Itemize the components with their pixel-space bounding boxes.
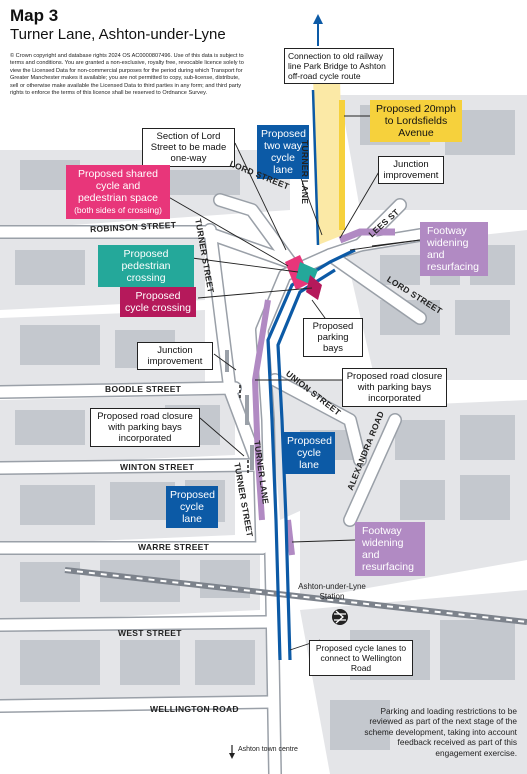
- map-subtitle: Turner Lane, Ashton-under-Lyne: [10, 26, 226, 43]
- off-road-route: [313, 75, 343, 245]
- callout-cycle-lanes-wellington: Proposed cycle lanes to connect to Welli…: [309, 640, 413, 676]
- cycle-crossing-patch: [306, 275, 322, 300]
- street-label-west-street: WEST STREET: [118, 628, 182, 638]
- roads: [0, 193, 427, 774]
- north-arrow-icon: [313, 14, 323, 46]
- street-label-wellington-road: WELLINGTON ROAD: [150, 704, 239, 714]
- street-label-winton-street: WINTON STREET: [120, 462, 195, 472]
- shared-space-label: Proposed shared cycle and pedestrian spa…: [78, 168, 158, 204]
- footway-widening-top: [251, 299, 271, 521]
- callout-cycle-lane-right: Proposed cycle lane: [283, 432, 335, 474]
- town-centre-label: Ashton town centre: [238, 746, 298, 753]
- callout-20mph: Proposed 20mph to Lordsfields Avenue: [370, 100, 462, 142]
- callout-road-closure-left: Proposed road closure with parking bays …: [90, 408, 200, 447]
- callout-pedestrian-crossing: Proposed pedestrian crossing: [98, 245, 194, 287]
- callout-cycle-lane-left: Proposed cycle lane: [166, 486, 218, 528]
- callout-footway-bottom: Footway widening and resurfacing: [355, 522, 425, 576]
- callout-road-closure-right: Proposed road closure with parking bays …: [342, 368, 447, 407]
- callout-two-way-cycle-lane: Proposed two way cycle lane: [257, 125, 309, 179]
- footnote: Parking and loading restrictions to be r…: [364, 706, 517, 758]
- callout-junction-improvement-top: Junction improvement: [378, 156, 444, 184]
- callout-footway-top: Footway widening and resurfacing: [420, 222, 488, 276]
- footway-widening-lees: [338, 228, 395, 244]
- street-label-boodle-street: BOODLE STREET: [105, 384, 182, 394]
- street-label-warre-street: WARRE STREET: [138, 542, 210, 552]
- callout-shared-space: Proposed shared cycle and pedestrian spa…: [66, 165, 170, 219]
- callout-parking-bays: Proposed parking bays: [303, 318, 363, 357]
- road-closures: [239, 385, 249, 475]
- callout-lord-street-oneway: Section of Lord Street to be made one-wa…: [142, 128, 235, 167]
- street-label-turner-lane-top: TURNER LANE: [300, 140, 310, 205]
- callout-cycle-crossing: Proposed cycle crossing: [120, 287, 196, 317]
- shared-space-note: (both sides of crossing): [74, 205, 162, 215]
- railway: [64, 567, 527, 625]
- town-centre-arrow-icon: [229, 745, 235, 759]
- rail-station-icon: [332, 609, 348, 625]
- footway-widening-bottom: [285, 519, 295, 556]
- map-title: Map 3: [10, 6, 59, 25]
- parking-bays: [225, 350, 254, 470]
- copyright-notice: © Crown copyright and database rights 20…: [10, 53, 244, 97]
- station-label: Ashton-under-Lyne Station: [298, 582, 366, 601]
- callout-junction-improvement-mid: Junction improvement: [137, 342, 213, 370]
- callout-railway-connection: Connection to old railway line Park Brid…: [284, 48, 394, 84]
